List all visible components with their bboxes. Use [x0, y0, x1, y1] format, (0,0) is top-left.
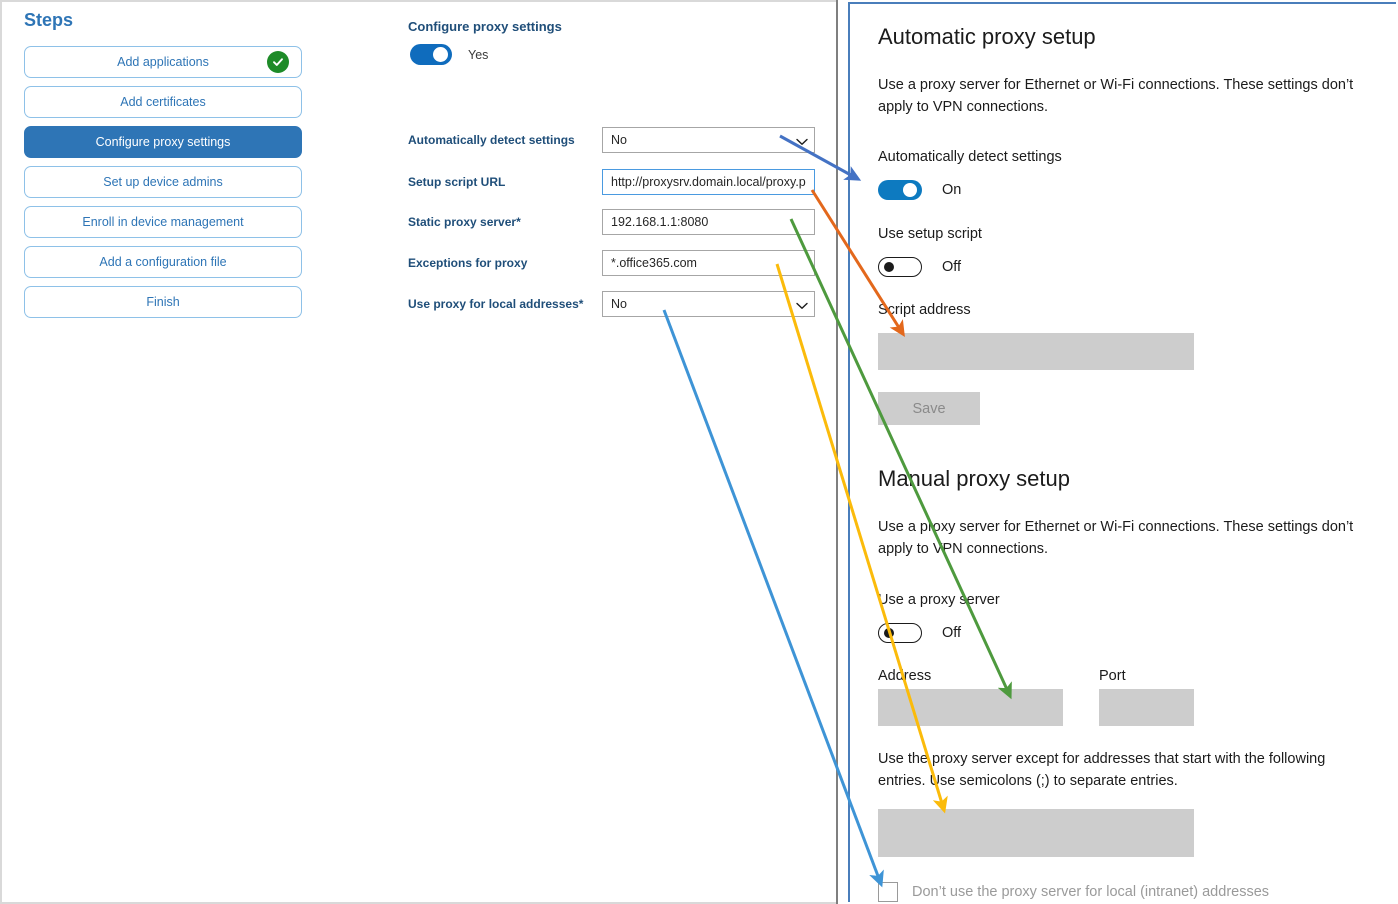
label-setup-script-url: Setup script URL	[408, 175, 506, 189]
input-exceptions-for-proxy[interactable]: *.office365.com	[602, 250, 815, 276]
label-automatically-detect-settings: Automatically detect settings	[408, 133, 575, 147]
exceptions-description: Use the proxy server except for addresse…	[878, 751, 1326, 789]
input-value: 192.168.1.1:8080	[611, 215, 709, 229]
automatic-proxy-setup-description: Use a proxy server for Ethernet or Wi-Fi…	[878, 77, 1354, 115]
step-label: Finish	[146, 295, 180, 309]
label-static-proxy-server: Static proxy server*	[408, 215, 521, 229]
auto-detect-settings-toggle[interactable]	[878, 180, 922, 200]
port-input[interactable]	[1099, 689, 1194, 726]
label-use-proxy-for-local-addresses: Use proxy for local addresses*	[408, 297, 584, 311]
step-label: Configure proxy settings	[95, 135, 231, 149]
use-a-proxy-server-toggle[interactable]	[878, 623, 922, 643]
bypass-local-checkbox-row[interactable]: Don’t use the proxy server for local (in…	[878, 882, 1269, 902]
select-automatically-detect-settings[interactable]: No	[602, 127, 815, 153]
step-label: Set up device admins	[103, 175, 223, 189]
sidebar-item-configure-proxy-settings[interactable]: Configure proxy settings	[24, 126, 302, 158]
manual-proxy-setup-description: Use a proxy server for Ethernet or Wi-Fi…	[878, 519, 1354, 557]
input-static-proxy-server[interactable]: 192.168.1.1:8080	[602, 209, 815, 235]
configure-proxy-toggle-label: Yes	[468, 47, 489, 62]
use-a-proxy-server-toggle-row: Off	[878, 623, 961, 643]
input-setup-script-url[interactable]: http://proxysrv.domain.local/proxy.pa	[602, 169, 815, 195]
step-label: Add applications	[117, 55, 209, 69]
exceptions-input[interactable]	[878, 809, 1194, 857]
label-exceptions-for-proxy: Exceptions for proxy	[408, 256, 528, 270]
select-use-proxy-for-local-addresses[interactable]: No	[602, 291, 815, 317]
use-a-proxy-server-toggle-value: Off	[942, 625, 962, 641]
select-value: No	[611, 297, 627, 311]
auto-detect-settings-label: Automatically detect settings	[878, 149, 1062, 165]
panel-divider	[836, 0, 838, 904]
step-label: Add a configuration file	[99, 255, 227, 269]
auto-detect-settings-toggle-value: On	[942, 182, 962, 198]
sidebar-item-enroll-in-device-management[interactable]: Enroll in device management	[24, 206, 302, 238]
input-value: http://proxysrv.domain.local/proxy.pa	[611, 175, 806, 189]
configure-proxy-toggle-row: Yes	[410, 44, 488, 65]
sidebar-item-add-a-configuration-file[interactable]: Add a configuration file	[24, 246, 302, 278]
use-a-proxy-server-label: Use a proxy server	[878, 592, 1000, 608]
select-value: No	[611, 133, 627, 147]
check-circle-icon	[267, 51, 289, 73]
step-label: Add certificates	[120, 95, 206, 109]
port-label: Port	[1099, 668, 1126, 684]
address-input[interactable]	[878, 689, 1063, 726]
use-setup-script-toggle-value: Off	[942, 259, 962, 275]
auto-detect-settings-toggle-row: On	[878, 180, 961, 200]
chevron-down-icon	[796, 299, 808, 309]
steps-list: Add applications Add certificates Config…	[24, 46, 302, 326]
checkbox-icon[interactable]	[878, 882, 898, 902]
use-setup-script-toggle[interactable]	[878, 257, 922, 277]
manual-proxy-setup-heading: Manual proxy setup	[878, 466, 1070, 491]
form-heading: Configure proxy settings	[408, 19, 562, 34]
toggle-knob	[433, 47, 448, 62]
use-setup-script-toggle-row: Off	[878, 257, 961, 277]
toggle-knob	[903, 183, 917, 197]
bypass-local-label: Don’t use the proxy server for local (in…	[912, 884, 1270, 900]
address-label: Address	[878, 668, 932, 684]
save-button[interactable]: Save	[878, 392, 980, 425]
toggle-knob	[884, 628, 894, 638]
sidebar-item-add-certificates[interactable]: Add certificates	[24, 86, 302, 118]
automatic-proxy-setup-heading: Automatic proxy setup	[878, 24, 1096, 49]
toggle-knob	[884, 262, 894, 272]
proxy-form: Configure proxy settings Yes Automatical…	[408, 19, 815, 317]
windows-proxy-settings-panel: Automatic proxy setup Use a proxy server…	[848, 2, 1396, 902]
chevron-down-icon	[796, 135, 808, 145]
use-setup-script-label: Use setup script	[878, 226, 982, 242]
script-address-label: Script address	[878, 302, 971, 318]
script-address-input[interactable]	[878, 333, 1194, 370]
input-value: *.office365.com	[611, 256, 697, 270]
sidebar-item-add-applications[interactable]: Add applications	[24, 46, 302, 78]
sidebar-item-finish[interactable]: Finish	[24, 286, 302, 318]
sidebar-item-set-up-device-admins[interactable]: Set up device admins	[24, 166, 302, 198]
steps-title: Steps	[24, 10, 74, 30]
step-label: Enroll in device management	[82, 215, 244, 229]
configure-proxy-toggle[interactable]	[410, 44, 452, 65]
